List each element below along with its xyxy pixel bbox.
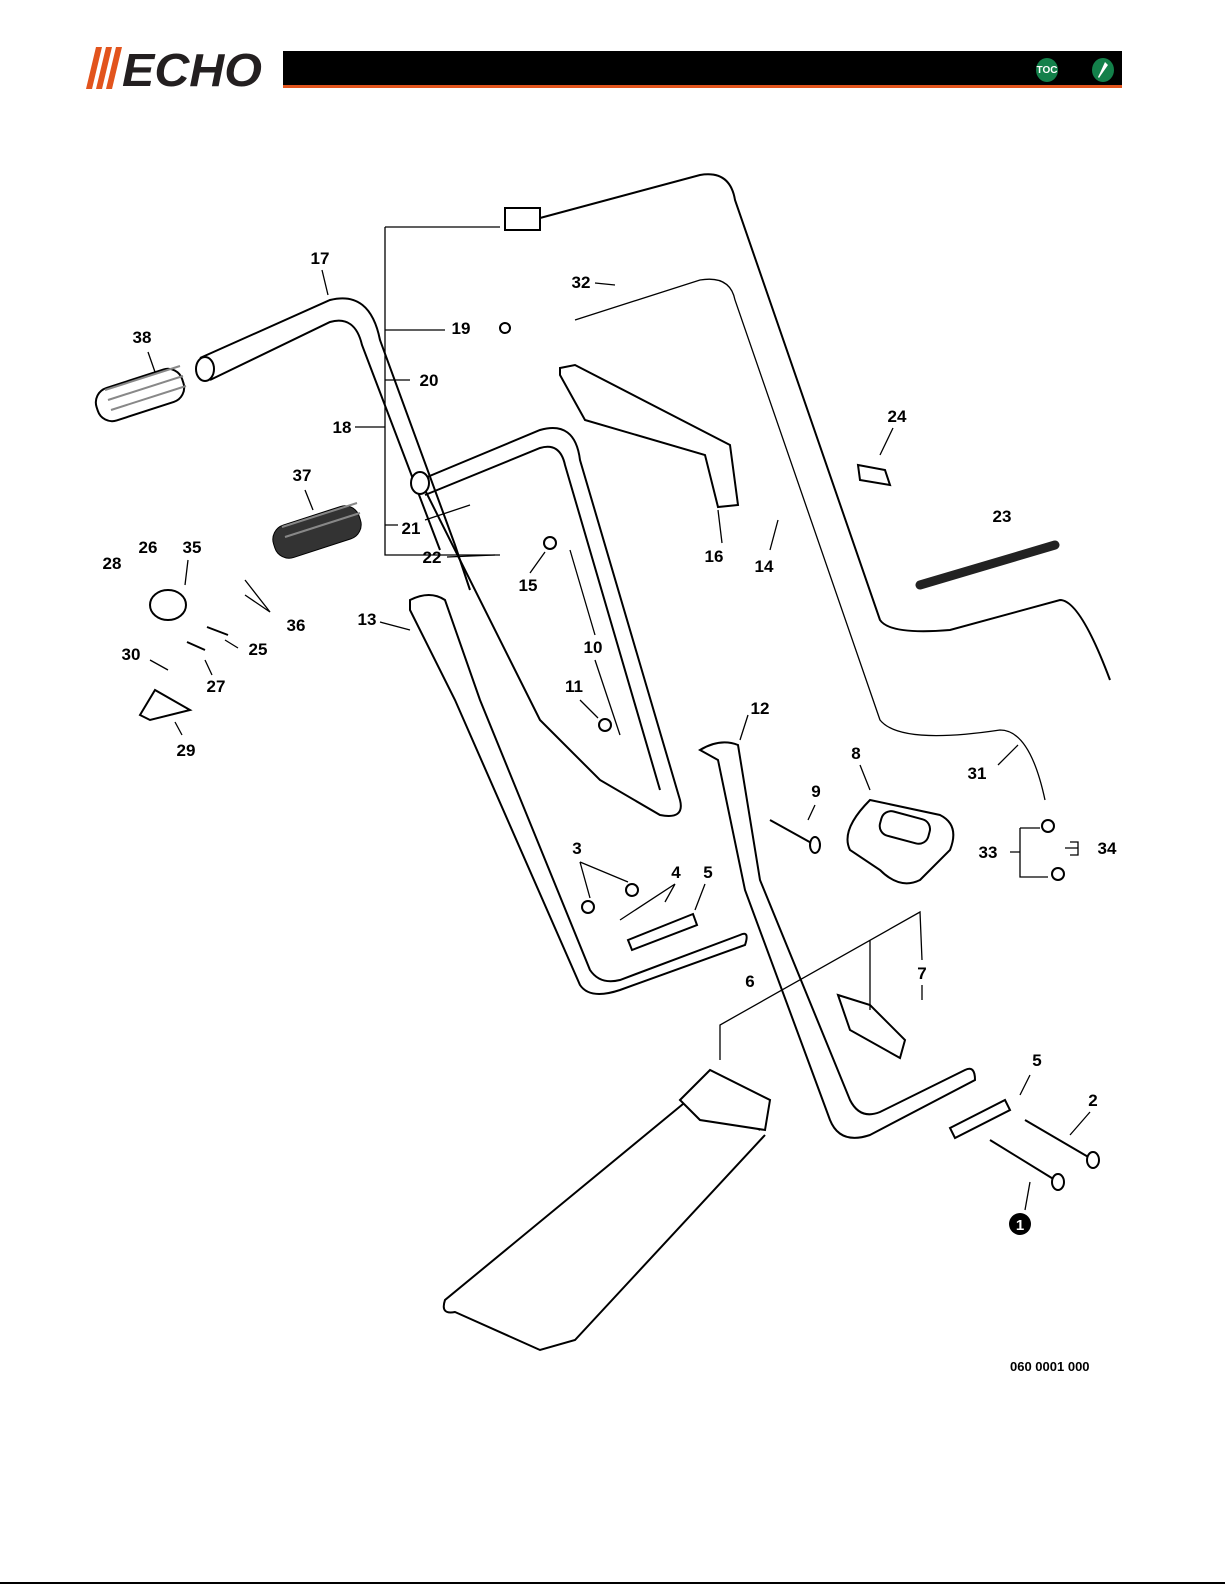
callout: 19 bbox=[452, 319, 471, 338]
callout: 13 bbox=[358, 610, 377, 629]
drawing-code: 060 0001 000 bbox=[1010, 1359, 1090, 1374]
callout: 31 bbox=[968, 764, 987, 783]
callout: 32 bbox=[572, 273, 591, 292]
callout: 38 bbox=[133, 328, 152, 347]
callout: 30 bbox=[122, 645, 141, 664]
tube-23 bbox=[920, 545, 1055, 585]
callout: 5 bbox=[703, 863, 712, 882]
middle-handle bbox=[420, 428, 681, 816]
grip-38 bbox=[92, 365, 188, 425]
callout: 27 bbox=[207, 677, 226, 696]
callout: 2 bbox=[1088, 1091, 1097, 1110]
lower-frame-13 bbox=[410, 595, 747, 994]
callout: 16 bbox=[705, 547, 724, 566]
callout: 15 bbox=[519, 576, 538, 595]
callout: 22 bbox=[423, 548, 442, 567]
callout: 29 bbox=[177, 741, 196, 760]
callout: 23 bbox=[993, 507, 1012, 526]
callout: 33 bbox=[979, 843, 998, 862]
cable-31 bbox=[575, 279, 1045, 800]
callout-labels: 17 38 19 20 18 37 21 22 26 35 28 36 25 3… bbox=[103, 249, 1117, 1235]
callout: 21 bbox=[402, 519, 421, 538]
callout: 8 bbox=[851, 744, 860, 763]
callout: 20 bbox=[420, 371, 439, 390]
upper-handle bbox=[200, 298, 470, 590]
callout: 25 bbox=[249, 640, 268, 659]
callout: 18 bbox=[333, 418, 352, 437]
callout: 7 bbox=[917, 964, 926, 983]
switch bbox=[505, 208, 540, 230]
callout: 35 bbox=[183, 538, 202, 557]
callout: 34 bbox=[1098, 839, 1117, 858]
lower-tube-12 bbox=[700, 742, 975, 1137]
leader-lines bbox=[148, 227, 1090, 1210]
callout: 11 bbox=[565, 677, 583, 696]
grip-37 bbox=[269, 502, 365, 562]
callout: 3 bbox=[572, 839, 581, 858]
note-marker: 1 bbox=[1016, 1217, 1024, 1234]
callout: 28 bbox=[103, 554, 122, 573]
throttle-35 bbox=[150, 590, 186, 620]
callout: 17 bbox=[311, 249, 330, 268]
bail-6 bbox=[444, 1090, 765, 1350]
callout: 12 bbox=[751, 699, 770, 718]
cable-harness bbox=[540, 174, 1110, 680]
callout: 14 bbox=[755, 557, 774, 576]
callout: 10 bbox=[584, 638, 603, 657]
callout: 6 bbox=[745, 972, 754, 991]
callout: 26 bbox=[139, 538, 158, 557]
callout: 5 bbox=[1032, 1051, 1041, 1070]
handle-tube-end bbox=[196, 357, 214, 381]
callout: 9 bbox=[811, 782, 820, 801]
lever-29 bbox=[140, 690, 190, 720]
callout: 37 bbox=[293, 466, 312, 485]
footer-rule bbox=[0, 1582, 1225, 1584]
callout: 24 bbox=[888, 407, 907, 426]
callout: 4 bbox=[671, 863, 681, 882]
callout: 36 bbox=[287, 616, 306, 635]
